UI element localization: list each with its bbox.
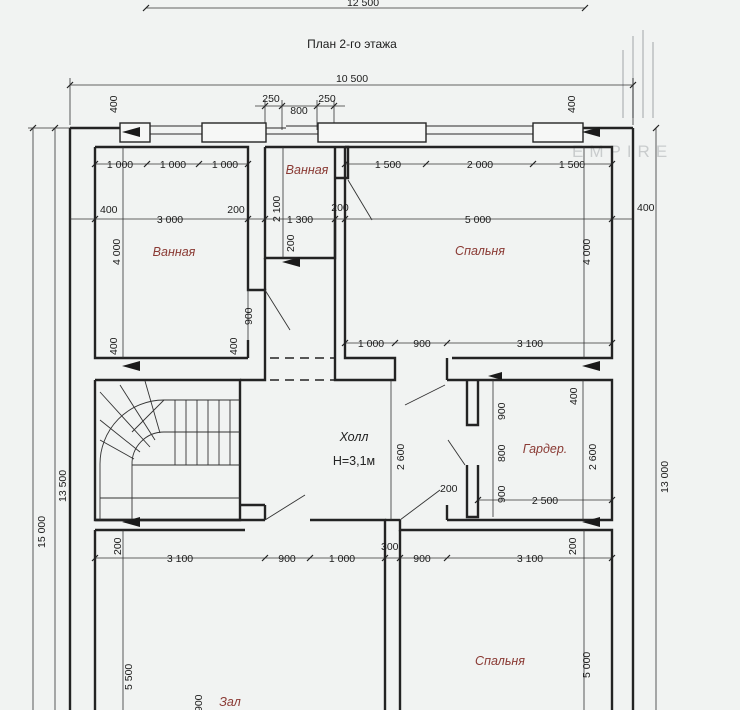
dim-wall-400-tl: 400 [108, 95, 120, 113]
dim-row2-3000: 3 000 [157, 214, 183, 226]
watermark-text: EMPIRE [572, 142, 673, 161]
dim-v-5000: 5 000 [581, 652, 593, 678]
dim-v-2600-right: 2 600 [587, 444, 599, 470]
dim-top-250-b: 250 [318, 93, 336, 105]
room-label-bath-left: Ванная [153, 245, 196, 259]
dim-overall-depth-left-outer: 15 000 [36, 516, 48, 548]
dim-row1-d: 1 500 [375, 159, 401, 171]
plan-title: План 2-го этажа [307, 37, 397, 51]
dim-top-250-a: 250 [262, 93, 280, 105]
dim-h-200-hall: 200 [440, 483, 458, 495]
dim-v-400-mid: 400 [228, 337, 240, 355]
dim-v-200-small: 200 [285, 234, 297, 252]
dim-row2-400r: 400 [637, 202, 655, 214]
dim-v-2100: 2 100 [271, 196, 283, 222]
dim-v-4000-right: 4 000 [581, 239, 593, 265]
room-label-wardrobe: Гардер. [523, 442, 568, 456]
dim-wall-400-tr: 400 [566, 95, 578, 113]
dim-row4-900a: 900 [278, 553, 296, 565]
dim-overall-depth-right: 13 000 [659, 461, 671, 493]
dim-v-200-bl: 200 [112, 537, 124, 555]
dim-row3-900: 900 [413, 338, 431, 350]
dim-row1-b: 1 000 [160, 159, 186, 171]
staircase [99, 380, 240, 520]
dim-row1-e: 2 000 [467, 159, 493, 171]
dim-row2-200b: 200 [331, 202, 349, 214]
room-label-hall: Холл [339, 430, 369, 444]
dim-row1-f: 1 500 [559, 159, 585, 171]
dim-v-900-left: 900 [243, 307, 255, 325]
room-label-bath-small: Ванная [286, 163, 329, 177]
dim-v-400-left: 400 [108, 337, 120, 355]
dim-v-900-w1: 900 [496, 402, 508, 420]
dim-row4-1000: 1 000 [329, 553, 355, 565]
dim-v-900-w2: 900 [496, 485, 508, 503]
room-label-living: Зал [219, 695, 241, 709]
dim-row4-3100b: 3 100 [517, 553, 543, 565]
dim-row4-3100a: 3 100 [167, 553, 193, 565]
dim-row1-c: 1 000 [212, 159, 238, 171]
room-label-bedroom-bottom: Спальня [475, 654, 525, 668]
dim-v-800-w: 800 [496, 444, 508, 462]
dim-v-200-br: 200 [567, 537, 579, 555]
hall-height-label: H=3,1м [333, 454, 375, 468]
dim-row2-200a: 200 [227, 204, 245, 216]
dim-v-5500: 5 500 [123, 664, 135, 690]
dim-row3-3100: 3 100 [517, 338, 543, 350]
dim-v-partial: 900 [193, 694, 205, 710]
room-label-bedroom-top: Спальня [455, 244, 505, 258]
dim-v-300: 300 [381, 541, 399, 553]
dim-row2-400: 400 [100, 204, 118, 216]
dim-top-800: 800 [290, 105, 308, 117]
dim-row1-a: 1 000 [107, 159, 133, 171]
dim-row2-1300: 1 300 [287, 214, 313, 226]
watermark-logo [622, 30, 654, 118]
dim-overall-depth-left-inner: 13 500 [57, 470, 69, 502]
dim-v-2600-hall: 2 600 [395, 444, 407, 470]
dim-row2-5000: 5 000 [465, 214, 491, 226]
top-dimension-label: 12 500 [347, 0, 379, 9]
dim-row3-1000: 1 000 [358, 338, 384, 350]
dim-h-2500: 2 500 [532, 495, 558, 507]
overall-width-label: 10 500 [336, 73, 368, 85]
dim-row4-900b: 900 [413, 553, 431, 565]
dim-v-400-right: 400 [568, 387, 580, 405]
dim-v-4000-left: 4 000 [111, 239, 123, 265]
